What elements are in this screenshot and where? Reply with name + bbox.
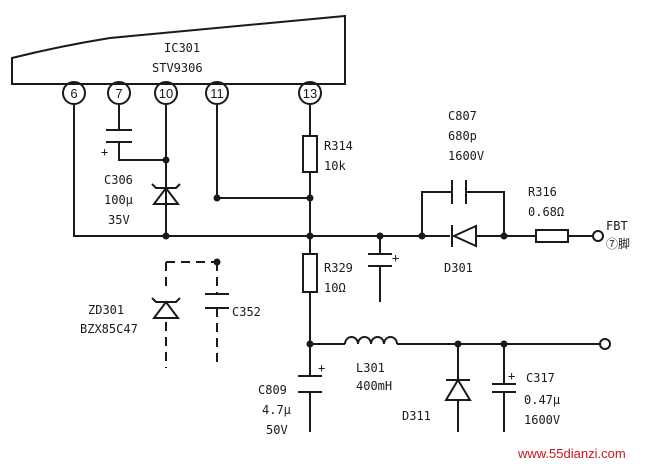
svg-text:13: 13 bbox=[303, 86, 317, 101]
r314-ref: R314 bbox=[324, 139, 353, 153]
c317-voltage: 1600V bbox=[524, 413, 560, 427]
r329-ref: R329 bbox=[324, 261, 353, 275]
svg-text:11: 11 bbox=[210, 86, 224, 101]
ic-pin-13: 13 bbox=[298, 81, 322, 105]
pin10-zener-diode bbox=[151, 183, 181, 205]
c809-voltage: 50V bbox=[266, 423, 288, 437]
c306-ref: C306 bbox=[104, 173, 133, 187]
ic-pin-7: 7 bbox=[107, 81, 131, 105]
zd301-zener-diode bbox=[151, 297, 181, 319]
d301-ref: D301 bbox=[444, 261, 473, 275]
c306-value: 100μ bbox=[104, 193, 133, 207]
zd301-ref: ZD301 bbox=[88, 303, 124, 317]
c317-capacitor bbox=[492, 383, 516, 393]
c809-capacitor bbox=[298, 375, 322, 393]
watermark: www.55dianzi.com bbox=[517, 446, 626, 461]
d311-diode bbox=[444, 378, 472, 401]
zd301-part: BZX85C47 bbox=[80, 322, 138, 336]
c306-voltage: 35V bbox=[108, 213, 130, 227]
junctions bbox=[162, 156, 508, 348]
c352-capacitor bbox=[205, 293, 229, 309]
l301-inductor bbox=[344, 336, 398, 345]
ic-name: IC301 bbox=[164, 41, 200, 55]
c809-value: 4.7μ bbox=[262, 403, 291, 417]
l301-value: 400mH bbox=[356, 379, 392, 393]
optional-wiring bbox=[165, 261, 218, 368]
ic-pin-6: 6 bbox=[62, 81, 86, 105]
r314-resistor bbox=[302, 135, 318, 173]
c807-voltage: 1600V bbox=[448, 149, 484, 163]
output-terminal bbox=[599, 338, 611, 350]
l301-ref: L301 bbox=[356, 361, 385, 375]
c352-ref: C352 bbox=[232, 305, 261, 319]
d311-ref: D311 bbox=[402, 409, 431, 423]
r316-resistor bbox=[535, 229, 569, 243]
ic-pin-10: 10 bbox=[154, 81, 178, 105]
r329-resistor bbox=[302, 253, 318, 293]
ic-part: STV9306 bbox=[152, 61, 203, 75]
r329-value: 10Ω bbox=[324, 281, 346, 295]
filter-capacitor bbox=[368, 253, 392, 302]
c306-polarity: + bbox=[101, 145, 108, 159]
c807-ref: C807 bbox=[448, 109, 477, 123]
d301-diode bbox=[451, 224, 477, 248]
r316-ref: R316 bbox=[528, 185, 557, 199]
c809-polarity: + bbox=[318, 361, 325, 375]
c807-capacitor bbox=[451, 180, 467, 204]
c809-ref: C809 bbox=[258, 383, 287, 397]
r314-value: 10k bbox=[324, 159, 346, 173]
c317-ref: C317 bbox=[526, 371, 555, 385]
fbt-label: FBT bbox=[606, 219, 628, 233]
fbt-terminal bbox=[592, 230, 604, 242]
c317-value: 0.47μ bbox=[524, 393, 560, 407]
c807-value: 680p bbox=[448, 129, 477, 143]
svg-text:7: 7 bbox=[115, 86, 122, 101]
fbt-pin: ⑦脚 bbox=[606, 236, 630, 251]
ic-pin-11: 11 bbox=[205, 81, 229, 105]
filter-capacitor-polarity: + bbox=[392, 251, 399, 265]
svg-text:10: 10 bbox=[159, 86, 173, 101]
r316-value: 0.68Ω bbox=[528, 205, 564, 219]
ic-body bbox=[11, 14, 346, 85]
svg-text:6: 6 bbox=[70, 86, 77, 101]
c317-polarity: + bbox=[508, 369, 515, 383]
c306-capacitor bbox=[106, 129, 132, 143]
